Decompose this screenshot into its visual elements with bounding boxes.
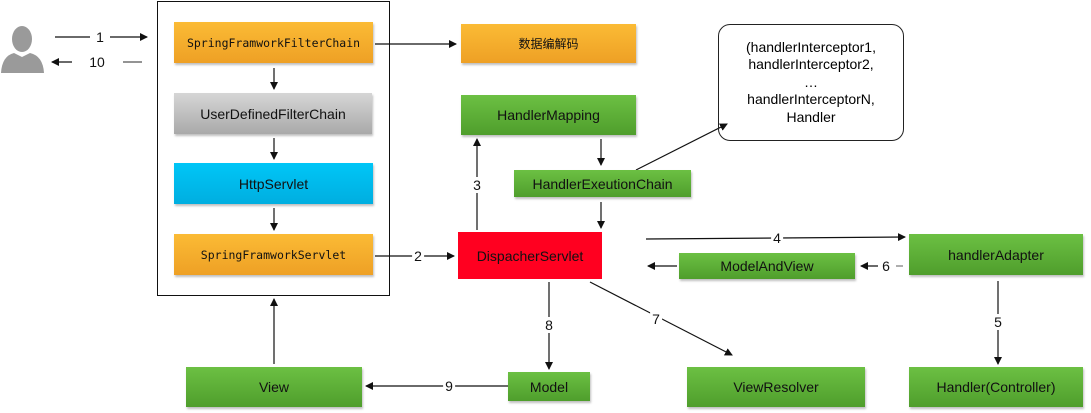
bubble-line: Handler: [786, 108, 836, 125]
http-servlet-box: HttpServlet: [174, 163, 373, 204]
view-resolver-box: ViewResolver: [687, 367, 865, 407]
spring-filter-chain-box: SpringFramworkFilterChain: [174, 22, 373, 63]
arrow-to-bubble: [635, 123, 728, 171]
step-label-7: 7: [650, 311, 662, 327]
step-label-3: 3: [471, 177, 483, 193]
step-label-6: 6: [880, 258, 892, 274]
servlet-container-frame: [157, 1, 390, 296]
interceptor-bubble: (handlerInterceptor1, handlerInterceptor…: [718, 24, 904, 141]
handler-adapter-box: handlerAdapter: [909, 234, 1083, 275]
view-box: View: [186, 367, 362, 407]
handler-mapping-box: HandlerMapping: [461, 95, 636, 135]
step-label-2: 2: [412, 248, 424, 264]
bubble-line: handlerInterceptor2,: [748, 56, 874, 73]
model-box: Model: [508, 372, 590, 401]
handler-execution-chain-box: HandlerExeutionChain: [514, 170, 691, 197]
spring-servlet-box: SpringFramworkServlet: [174, 234, 373, 275]
step-label-8: 8: [543, 317, 555, 333]
bubble-line: (handlerInterceptor1,: [746, 38, 876, 55]
dispatcher-servlet-box: DispacherServlet: [458, 232, 602, 279]
codec-box: 数据编解码: [461, 24, 636, 63]
model-and-view-box: ModelAndView: [679, 253, 855, 279]
user-filter-chain-box: UserDefinedFilterChain: [174, 93, 372, 134]
step-label-1: 1: [94, 29, 106, 45]
bubble-line: handlerInterceptorN,: [747, 91, 875, 108]
step-label-10: 10: [87, 54, 107, 70]
step-label-5: 5: [992, 314, 1004, 330]
bubble-line: …: [804, 73, 818, 90]
handler-controller-box: Handler(Controller): [909, 367, 1083, 407]
step-label-4: 4: [771, 230, 783, 246]
user-icon: [1, 26, 44, 73]
step-label-9: 9: [443, 378, 455, 394]
